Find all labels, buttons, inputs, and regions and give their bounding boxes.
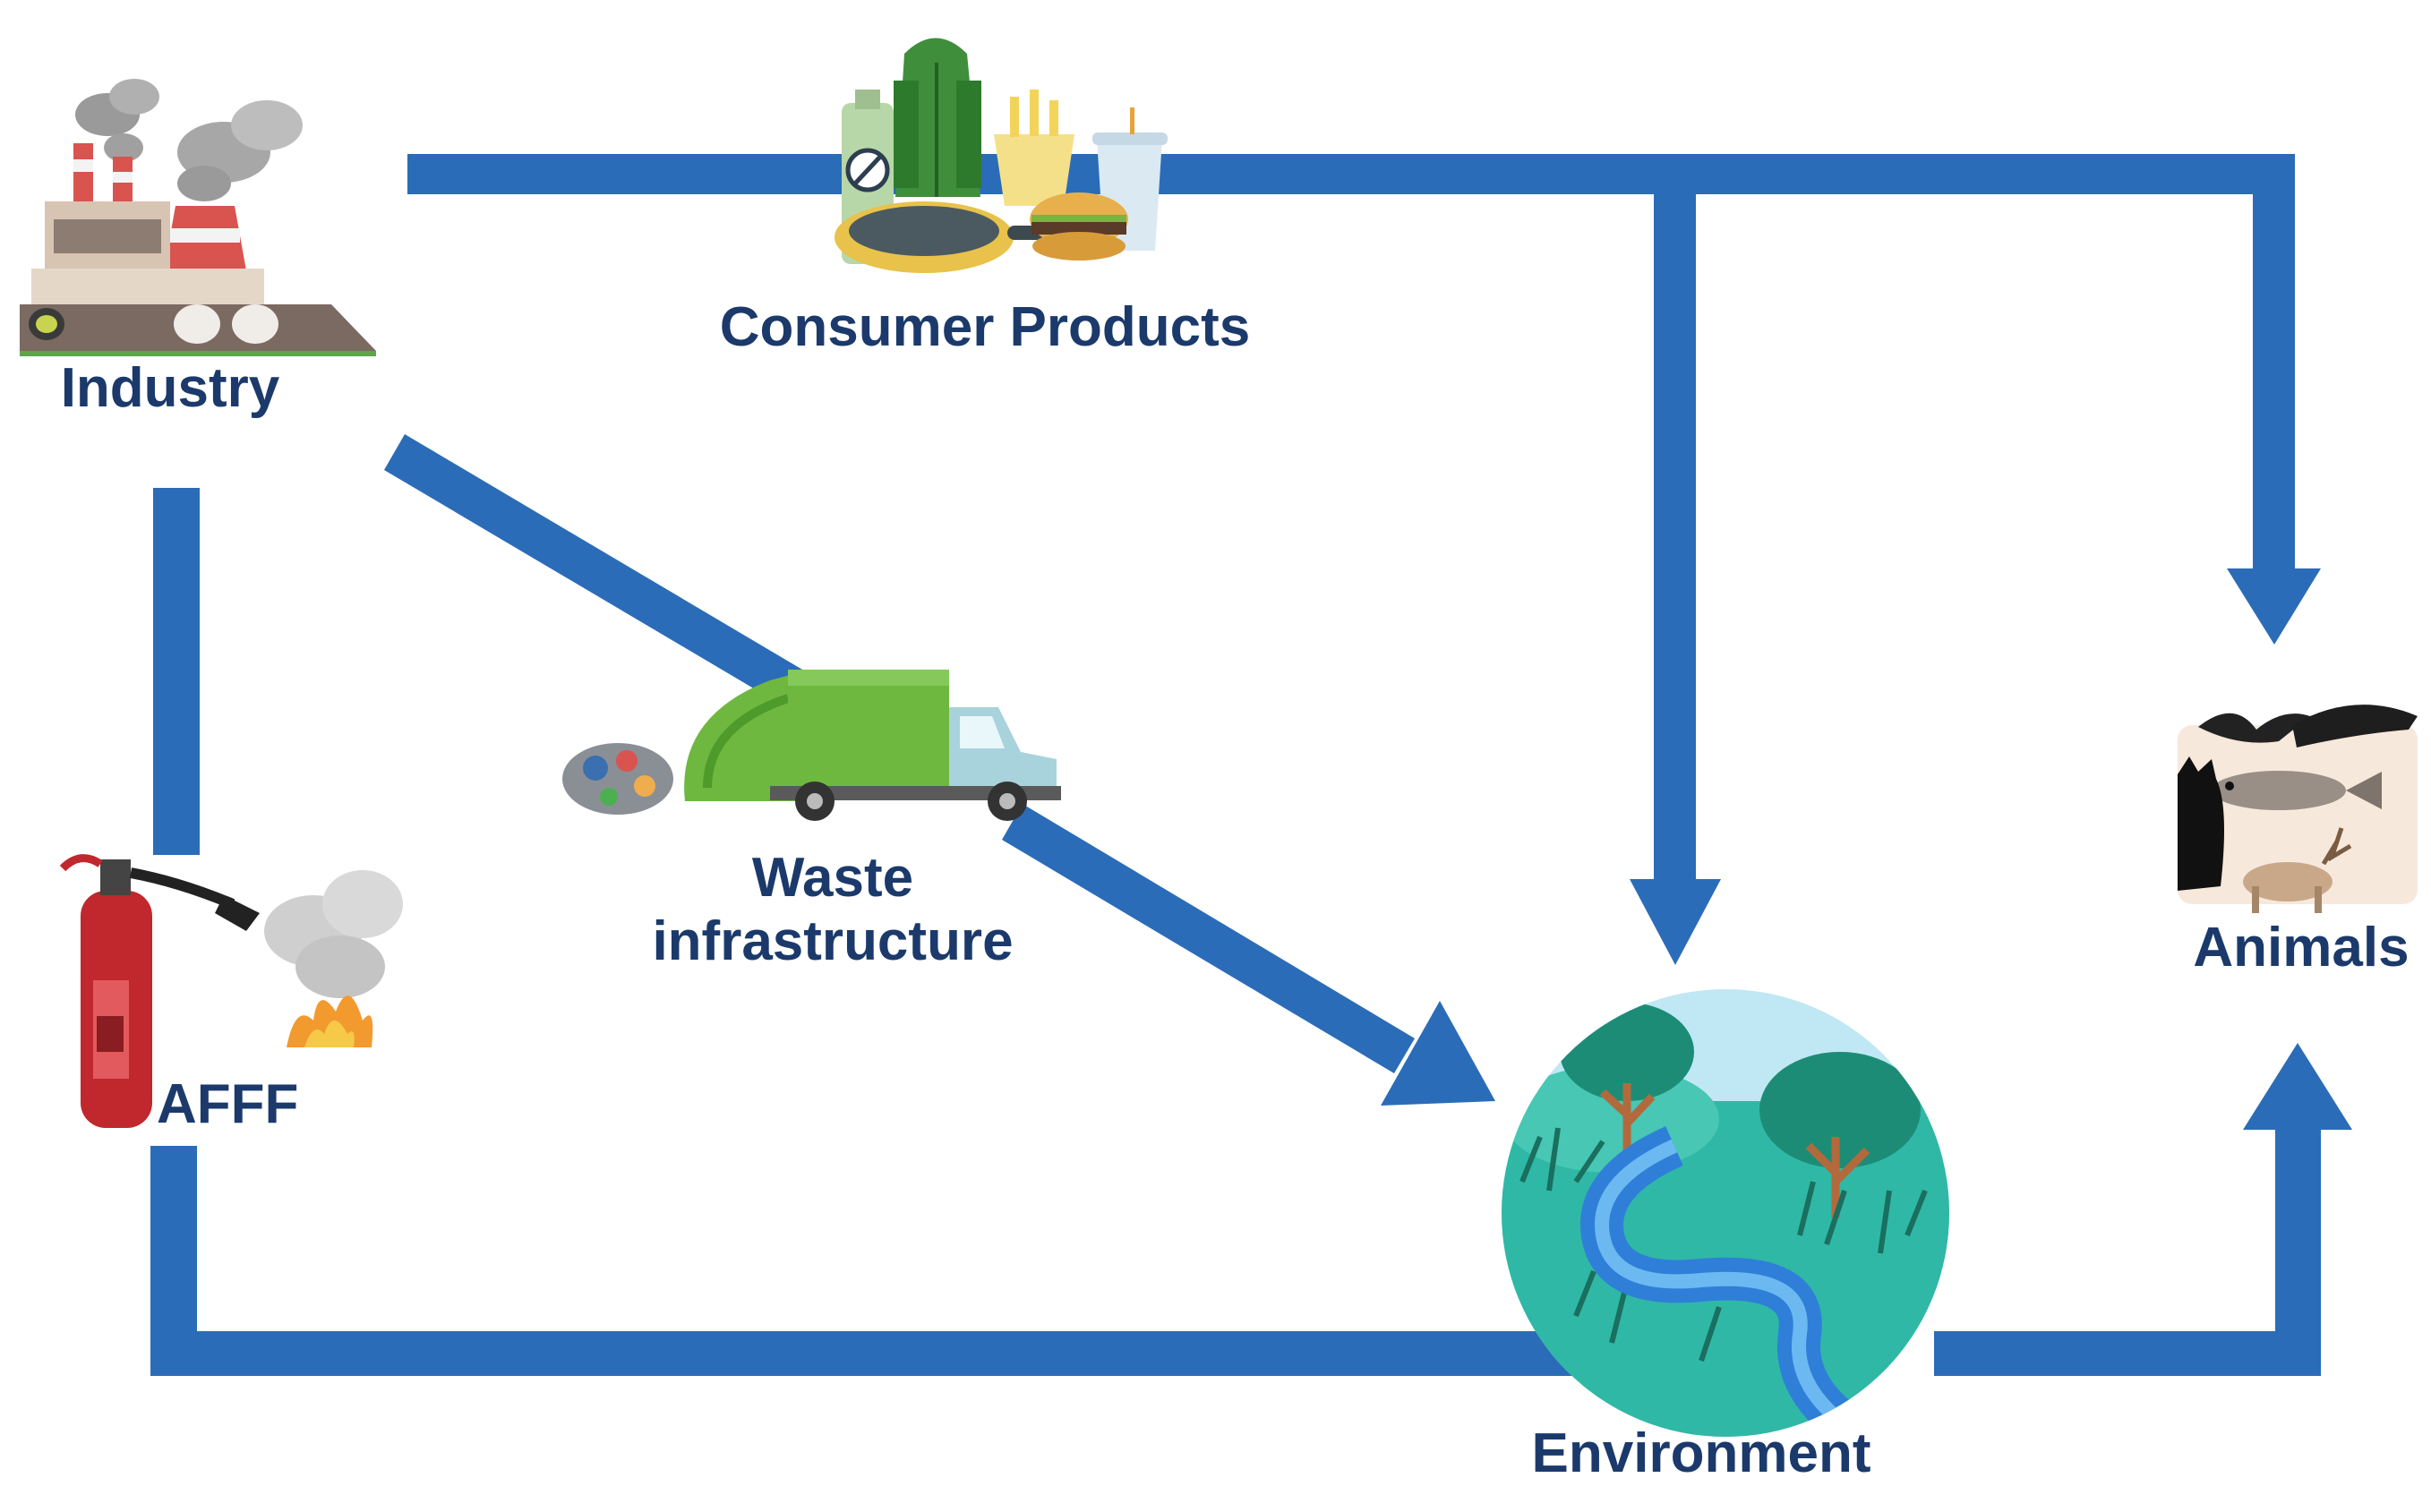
flow-consumer-to-animals-arrowhead [2227, 568, 2321, 645]
fire-extinguisher-icon [59, 854, 403, 1128]
flow-industry-to-consumer-line [407, 154, 2295, 194]
flow-environment-to-animals-vertical [2275, 1123, 2321, 1376]
flow-afff-to-environment-horizontal [150, 1331, 1583, 1376]
factory-icon [20, 79, 376, 356]
flow-consumer-to-environment-line [1654, 192, 1696, 886]
flow-arrows [150, 154, 2352, 1376]
flow-environment-to-animals-horizontal [1934, 1331, 2321, 1376]
afff-label: AFFF [157, 1073, 299, 1135]
industry-label: Industry [60, 357, 280, 419]
animals-label: Animals [2193, 917, 2410, 978]
consumer-products-icon [835, 38, 1168, 273]
flow-industry-to-afff-line [153, 488, 200, 855]
waste-label-line1: Waste [751, 847, 914, 909]
flow-waste-to-environment-line [1002, 804, 1415, 1073]
consumer-products-label: Consumer Products [719, 296, 1251, 358]
environment-label: Environment [1531, 1422, 1871, 1484]
garbage-truck-icon [562, 670, 1061, 821]
animals-collage-icon [2178, 705, 2418, 913]
waste-infrastructure-label: Waste infrastructure [627, 846, 1039, 974]
flow-environment-to-animals-arrowhead [2243, 1043, 2352, 1130]
flow-waste-to-environment-arrowhead [1381, 1001, 1495, 1106]
flow-industry-to-waste-line [384, 434, 817, 713]
flow-consumer-to-environment-arrowhead [1630, 879, 1721, 965]
flow-consumer-to-animals-line [2253, 154, 2295, 579]
waste-label-line2: infrastructure [652, 910, 1014, 973]
